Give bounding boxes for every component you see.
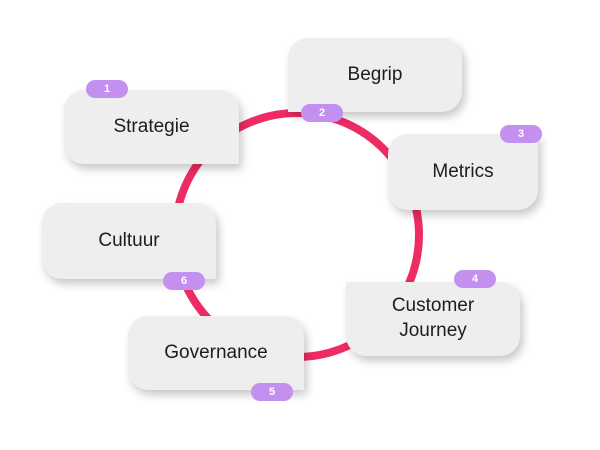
step-card-customer-journey: Customer Journey bbox=[346, 282, 520, 356]
step-number-badge: 1 bbox=[86, 80, 128, 98]
step-card-strategie: Strategie bbox=[64, 90, 239, 164]
step-label: Metrics bbox=[432, 160, 494, 182]
step-label: Begrip bbox=[347, 63, 403, 85]
step-number-badge: 5 bbox=[251, 383, 293, 401]
step-card-metrics: Metrics bbox=[388, 134, 538, 210]
step-number-badge: 4 bbox=[454, 270, 496, 288]
step-label: Strategie bbox=[113, 115, 190, 137]
step-number-badge: 2 bbox=[301, 104, 343, 122]
step-number-badge: 6 bbox=[163, 272, 205, 290]
step-label: Customer Journey bbox=[391, 295, 475, 341]
step-card-begrip: Begrip bbox=[288, 38, 462, 112]
step-label: Governance bbox=[164, 341, 268, 363]
step-label: Cultuur bbox=[98, 229, 160, 251]
step-card-governance: Governance bbox=[128, 316, 304, 390]
step-number-badge: 3 bbox=[500, 125, 542, 143]
step-card-cultuur: Cultuur bbox=[42, 203, 216, 279]
